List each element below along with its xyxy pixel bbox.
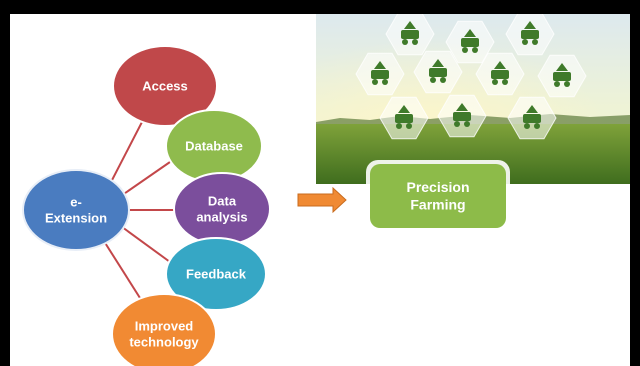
- hub-label-line-2: Extension: [45, 211, 107, 226]
- spoke-node-data-analysis: Data analysis: [173, 172, 271, 246]
- target-label-line-2: Farming: [410, 197, 465, 213]
- spoke-label-data-analysis-line-2: analysis: [196, 210, 247, 225]
- spoke-shape-access: [112, 45, 218, 127]
- drone-icon-2: [437, 94, 487, 138]
- tablet-icon: [507, 96, 557, 140]
- hub-label-line-1: e-: [70, 194, 82, 209]
- connector-feedback: [117, 223, 171, 263]
- magnifier-plant-icon: [379, 96, 429, 140]
- connector-database: [117, 161, 171, 199]
- connector-improved-technology: [101, 237, 141, 299]
- spoke-node-access: Access: [112, 45, 218, 127]
- sprinkler-icon: [385, 14, 435, 56]
- icon-hexagons: [355, 14, 587, 140]
- spoke-label-improved-technology-line-2: technology: [129, 335, 199, 350]
- monitor-icon: [475, 52, 525, 96]
- connectors: [101, 121, 175, 299]
- tractor-icon: [355, 52, 405, 96]
- svg-text:Database: Database: [185, 139, 243, 154]
- cloud-icon: [413, 50, 463, 94]
- spoke-shape-feedback: [165, 237, 267, 311]
- hub-node-extension: e- Extension: [22, 169, 130, 251]
- spoke-label-improved-technology-line-1: Improved: [135, 318, 194, 333]
- svg-text:Access: Access: [142, 79, 188, 94]
- svg-text:e-Extension: e- Extension: [45, 194, 107, 225]
- spoke-node-feedback: Feedback: [165, 237, 267, 311]
- svg-text:Feedback: Feedback: [186, 267, 247, 282]
- spoke-node-database: Database: [165, 109, 263, 183]
- spoke-label-database-line-1: Database: [185, 139, 243, 154]
- spoke-shape-improved-technology: [111, 293, 217, 366]
- solar-panel-icon: [445, 20, 495, 64]
- precision-farming-photo: [316, 14, 630, 184]
- spoke-label-data-analysis-line-1: Data: [208, 193, 237, 208]
- target-label-line-1: Precision: [406, 179, 469, 195]
- spoke-node-improved-technology: Improved technology: [111, 293, 217, 366]
- plant-icon: [537, 54, 587, 98]
- connector-access: [109, 121, 143, 185]
- flow-arrow: [297, 186, 347, 214]
- spoke-label-access-line-1: Access: [142, 79, 188, 94]
- spoke-label-feedback-line-1: Feedback: [186, 267, 247, 282]
- drone-icon: [505, 14, 555, 56]
